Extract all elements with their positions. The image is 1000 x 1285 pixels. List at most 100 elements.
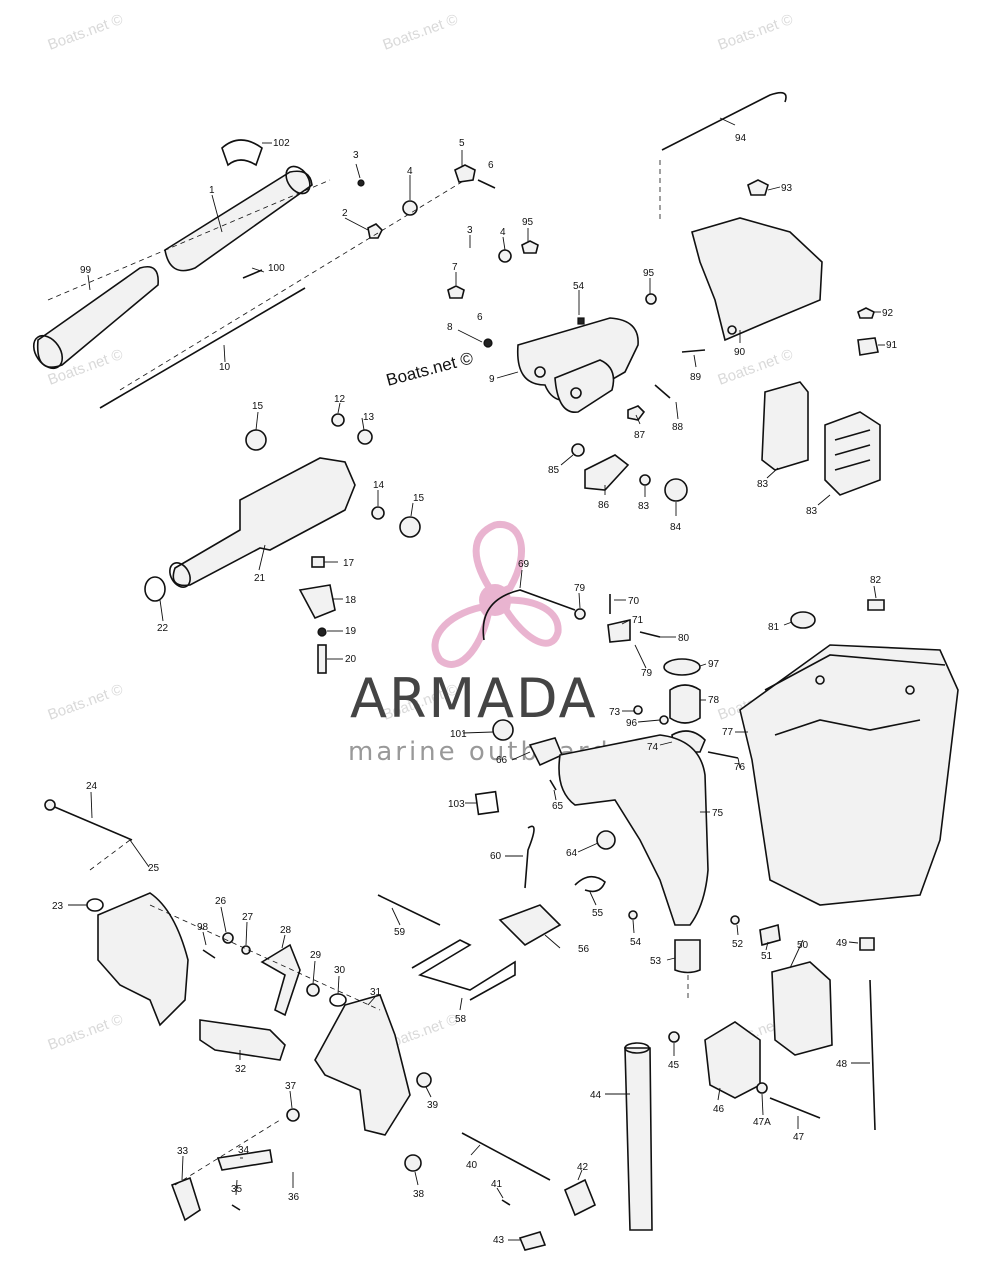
part-number: 4: [407, 166, 413, 177]
grip-part: [36, 266, 159, 368]
brand-logo: ARMADA marine outboards: [348, 520, 624, 767]
decal-part: [474, 790, 500, 816]
assembly-line: [89, 839, 131, 871]
part-number: 54: [573, 281, 585, 292]
watermark: Boats.net ©: [46, 1011, 126, 1054]
washer-part: [498, 249, 512, 263]
nut-part: [645, 293, 657, 305]
assembly-line: [47, 179, 331, 301]
part-number: 92: [882, 308, 894, 319]
part-number: 76: [734, 762, 746, 773]
nut-part: [357, 429, 373, 445]
pin-part: [202, 949, 216, 959]
part-number: 47: [793, 1132, 805, 1143]
part-number: 65: [552, 801, 564, 812]
shaft-end-part: [169, 562, 191, 588]
part-number: 75: [712, 808, 724, 819]
spring-part: [867, 599, 885, 611]
nut-part: [367, 223, 383, 239]
part-number: 36: [288, 1192, 300, 1203]
nut-part: [628, 910, 638, 920]
part-number: 18: [345, 595, 357, 606]
part-number: 35: [231, 1184, 243, 1195]
part-number: 44: [590, 1090, 602, 1101]
bolt-part: [317, 644, 327, 674]
part-number: 48: [836, 1059, 848, 1070]
nut-part: [633, 705, 643, 715]
o-ring-part: [144, 576, 166, 602]
part-number: 88: [672, 422, 684, 433]
through-bolt-part: [49, 804, 133, 841]
screw-part: [216, 1149, 273, 1171]
handle-part: [170, 1176, 201, 1222]
part-number: 4: [500, 227, 506, 238]
part-number: 83: [806, 506, 818, 517]
washer-part: [404, 1154, 422, 1172]
watermark: Boats.net ©: [381, 11, 461, 54]
nut-part: [668, 1031, 680, 1043]
part-number: 97: [708, 659, 720, 670]
nut-part: [317, 627, 327, 637]
grommet-part: [859, 937, 875, 951]
bushing-part: [669, 684, 701, 724]
part-number-labels: 102 1 3 4 5 6 2 99 100 10 3 4 95 7 6 95 …: [52, 133, 898, 1246]
nut-part: [730, 915, 740, 925]
part-number: 60: [490, 851, 502, 862]
watermark: Boats.net ©: [716, 11, 796, 54]
part-number: 23: [52, 901, 64, 912]
part-number: 59: [394, 927, 406, 938]
washer-part: [756, 1082, 768, 1094]
part-number: 34: [238, 1145, 250, 1156]
part-number: 27: [242, 912, 254, 923]
tube-end-part: [624, 1042, 650, 1054]
upper-right-group: [659, 91, 881, 496]
screw-part: [483, 338, 493, 348]
part-number: 25: [148, 863, 160, 874]
tube-end-part: [285, 165, 311, 195]
bracket-plate-part: [554, 359, 615, 413]
part-number: 85: [548, 465, 560, 476]
rod-part: [461, 1132, 551, 1181]
part-number: 96: [626, 718, 638, 729]
part-number: 47A: [753, 1117, 771, 1128]
handle-tube-part: [164, 170, 313, 272]
bolt-hole-part: [815, 675, 825, 685]
part-number: 49: [836, 938, 848, 949]
part-number: 45: [668, 1060, 680, 1071]
part-number: 9: [489, 374, 495, 385]
support-bracket-part: [691, 217, 823, 342]
part-number: 95: [522, 217, 534, 228]
clamp-bracket-part: [314, 994, 411, 1136]
watermark: Boats.net ©: [46, 11, 126, 54]
tilt-lever-group: [377, 894, 597, 1251]
part-number: 56: [578, 944, 590, 955]
block-part: [311, 556, 325, 568]
bolt-hole-part: [534, 366, 546, 378]
part-number: 84: [670, 522, 682, 533]
part-number: 20: [345, 654, 357, 665]
part-number: 32: [235, 1064, 247, 1075]
lower-housing-group: [739, 599, 959, 906]
spacer-part: [577, 317, 585, 325]
fitting-part: [447, 285, 465, 299]
part-number: 98: [197, 922, 209, 933]
watermark: Boats.net ©: [46, 681, 126, 724]
seal-part: [790, 611, 816, 629]
part-number: 40: [466, 1160, 478, 1171]
bolt-part: [769, 1097, 821, 1119]
bolt-part: [707, 751, 739, 759]
part-number: 3: [467, 225, 473, 236]
bushing-part: [674, 939, 701, 974]
screw-part: [357, 179, 365, 187]
nut-part: [371, 506, 385, 520]
housing-rim: [764, 654, 946, 691]
cover-rib: [834, 459, 871, 471]
bracket-part: [563, 1178, 597, 1217]
part-number: 33: [177, 1146, 189, 1157]
bolt-part: [857, 337, 879, 356]
part-number: 69: [518, 559, 530, 570]
bolt-part: [286, 1108, 300, 1122]
cover-rib: [834, 429, 871, 441]
